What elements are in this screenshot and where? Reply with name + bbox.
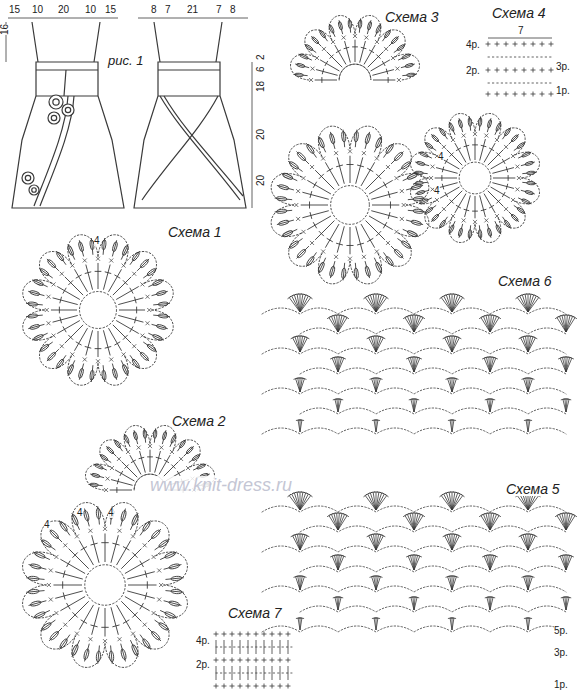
dimension: 20	[256, 175, 266, 186]
chart-note: 7	[518, 26, 524, 36]
watermark: www.knit-dress.ru	[150, 476, 292, 494]
chart-note: 2р.	[466, 66, 480, 76]
chart-title: Схема 4	[492, 6, 546, 20]
chart-title: рис. 1	[108, 54, 143, 67]
chart-note: 4	[77, 508, 83, 518]
motif-charts	[23, 15, 540, 667]
stitch-grids	[214, 38, 554, 689]
fan-charts	[262, 294, 577, 632]
dimension: 7	[216, 5, 222, 15]
chart-title: Схема 7	[228, 606, 282, 620]
chart-title: Схема 6	[498, 274, 552, 288]
dimension: 21	[187, 5, 198, 15]
dimension: 10	[85, 5, 96, 15]
dress-figure	[6, 18, 252, 208]
chart-title: Схема 2	[172, 414, 226, 428]
chart-note: 1р.	[554, 680, 568, 690]
chart-title: Схема 3	[385, 10, 439, 24]
dimension: 10	[32, 5, 43, 15]
dimension: 8	[230, 5, 236, 15]
dimension: 6	[256, 66, 266, 72]
dimension: 15	[105, 5, 116, 15]
chart-note: 4р.	[196, 636, 210, 646]
dimension: 7	[165, 5, 171, 15]
chart-title: Схема 5	[506, 482, 560, 496]
chart-note: 2р.	[196, 660, 210, 670]
dimension: 8	[151, 5, 157, 15]
dimension: 15	[9, 5, 20, 15]
chart-note: 1р.	[556, 86, 570, 96]
chart-note: 5р.	[554, 626, 568, 636]
dimension: 2	[256, 54, 266, 60]
chart-note: 3р.	[554, 648, 568, 658]
chart-title: Схема 1	[168, 225, 222, 239]
dimension: 18	[256, 81, 266, 92]
dimension: 20	[256, 129, 266, 140]
chart-note: 3р.	[556, 62, 570, 72]
chart-note: 4	[438, 152, 444, 162]
dimension: 20	[58, 5, 69, 15]
chart-note: 4	[94, 236, 100, 246]
chart-note: 4р.	[466, 40, 480, 50]
chart-note: 4	[434, 186, 440, 196]
chart-note: 4	[108, 508, 114, 518]
dimension: 16	[0, 24, 10, 35]
chart-note: 4	[44, 520, 50, 530]
